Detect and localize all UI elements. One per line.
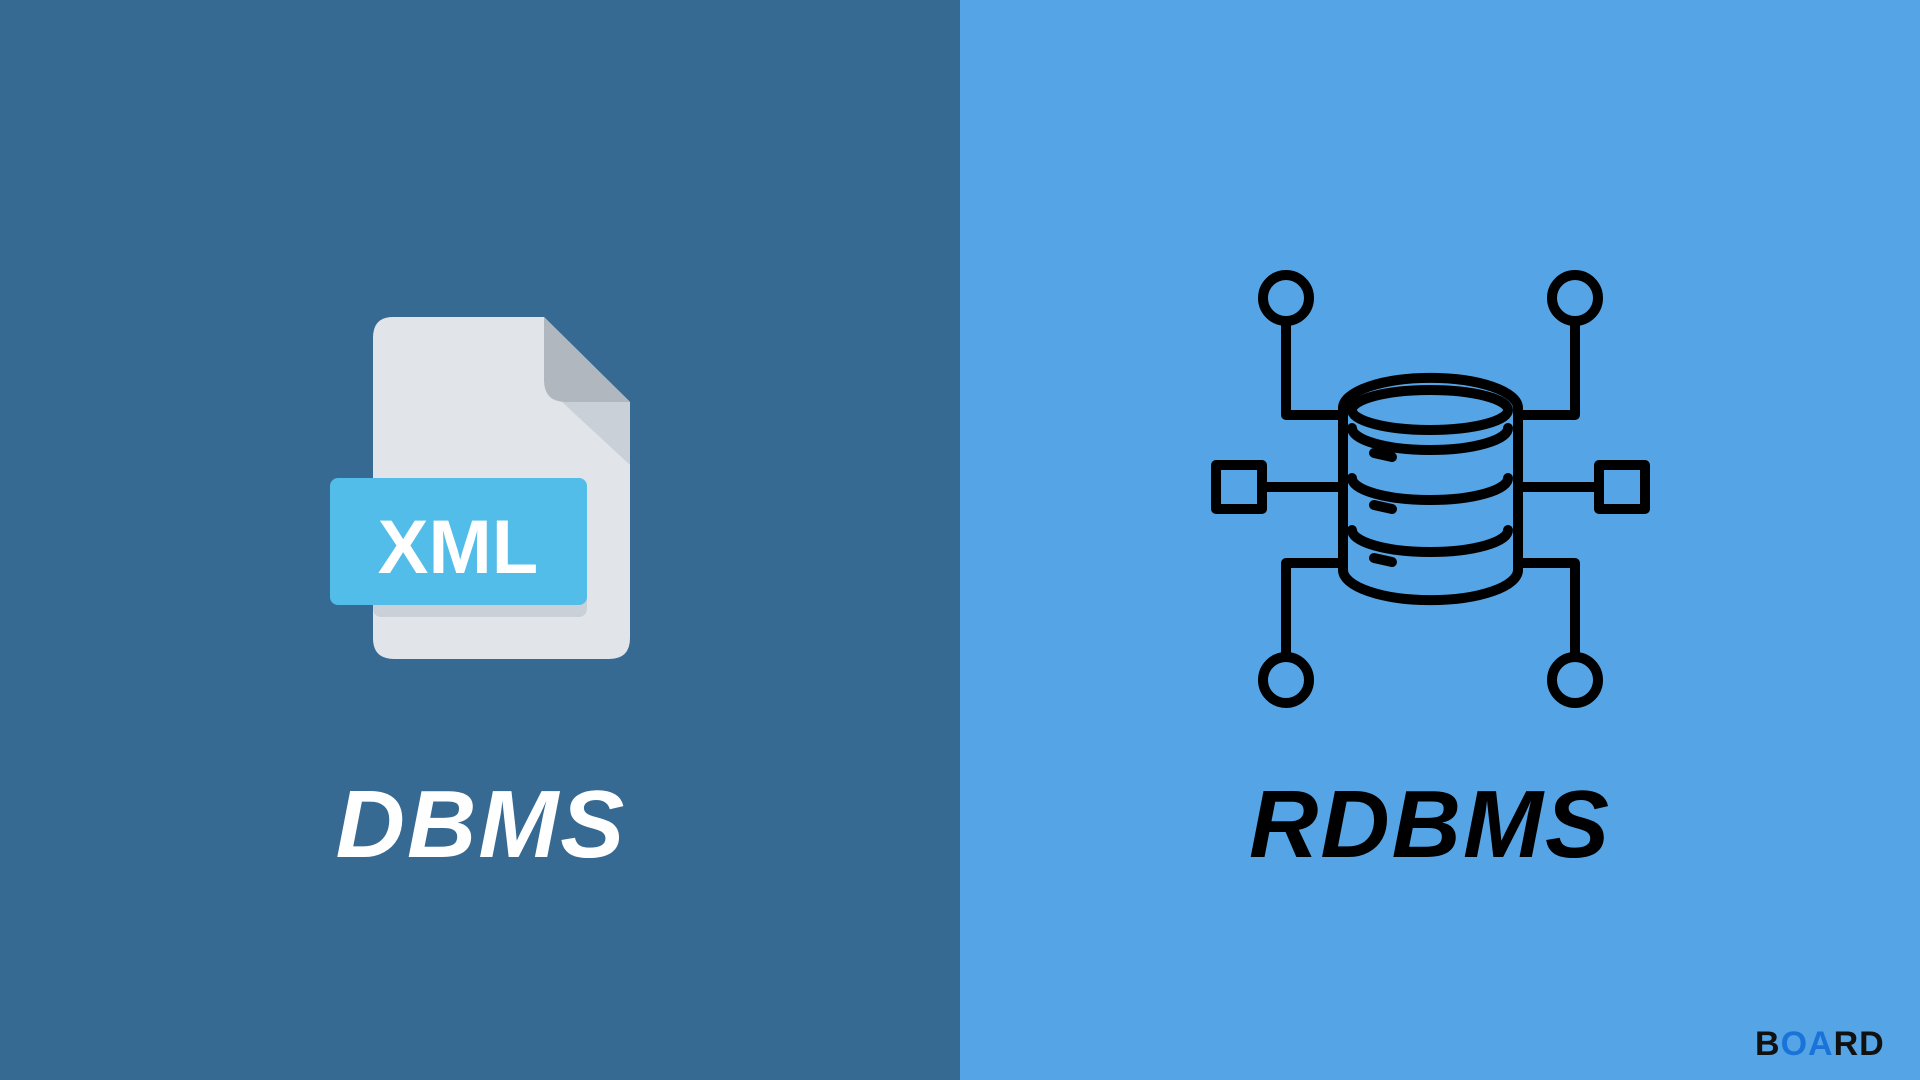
board-logo: BOARD xyxy=(1755,1025,1885,1064)
logo-infinity: OA xyxy=(1780,1025,1834,1063)
logo-b: B xyxy=(1755,1025,1781,1063)
rdbms-title: RDBMS xyxy=(1249,771,1611,878)
logo-rd: RD xyxy=(1833,1025,1885,1063)
rdbms-panel xyxy=(960,0,1920,1080)
dbms-title: DBMS xyxy=(335,771,627,878)
xml-badge-text: XML xyxy=(378,505,538,590)
